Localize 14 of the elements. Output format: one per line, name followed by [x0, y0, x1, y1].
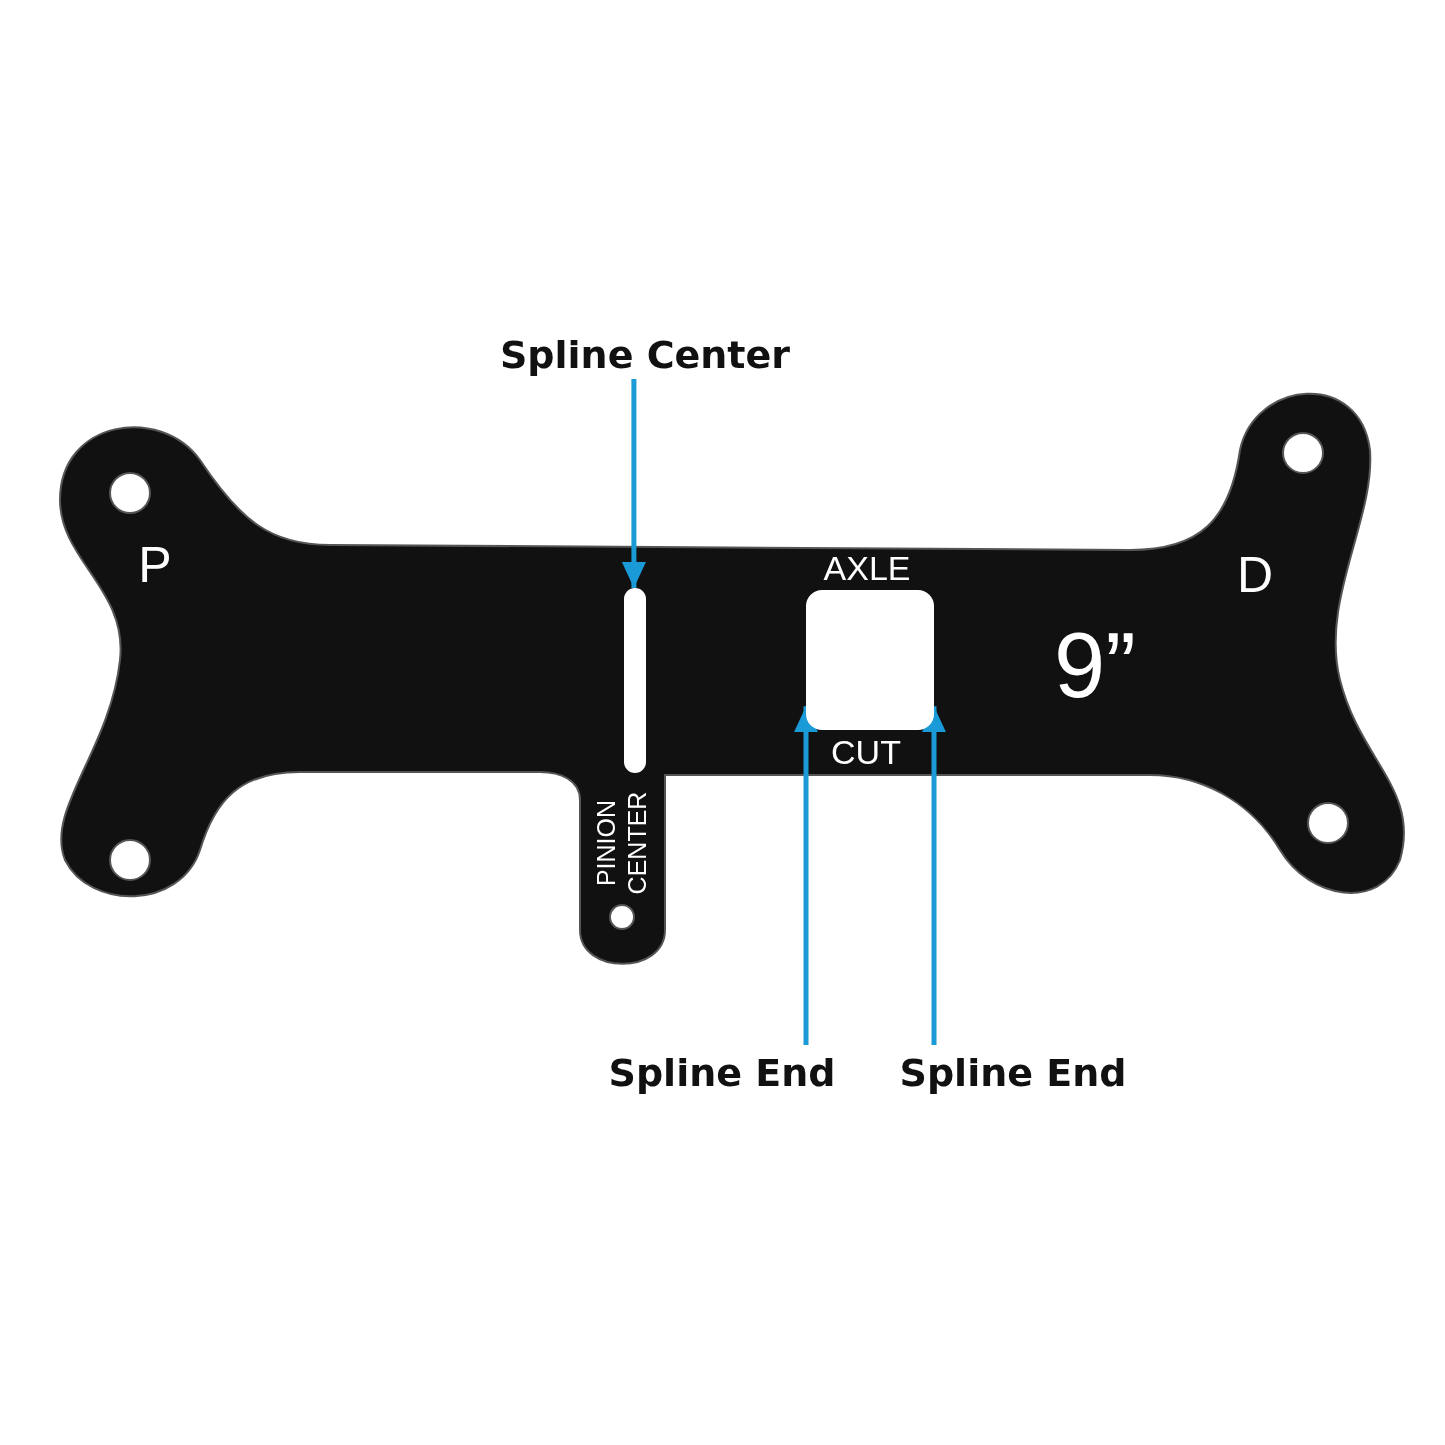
engraved-size-label: 9”	[1054, 619, 1136, 711]
leader-arrow	[794, 706, 818, 1045]
leader-arrow	[922, 706, 946, 1045]
engraved-label: CUT	[831, 735, 901, 769]
engraved-label: PINION CENTER	[590, 790, 652, 897]
pinion-slot	[624, 588, 646, 773]
leader-arrow	[621, 379, 646, 588]
engraved-letter: D	[1236, 550, 1274, 600]
axle-cutout	[806, 590, 934, 730]
callout-label: Spline End	[608, 1051, 836, 1095]
callout-label: Spline Center	[499, 333, 791, 377]
engraved-label: AXLE	[823, 551, 911, 585]
engraved-letter: P	[138, 540, 172, 590]
callout-label: Spline End	[899, 1051, 1127, 1095]
